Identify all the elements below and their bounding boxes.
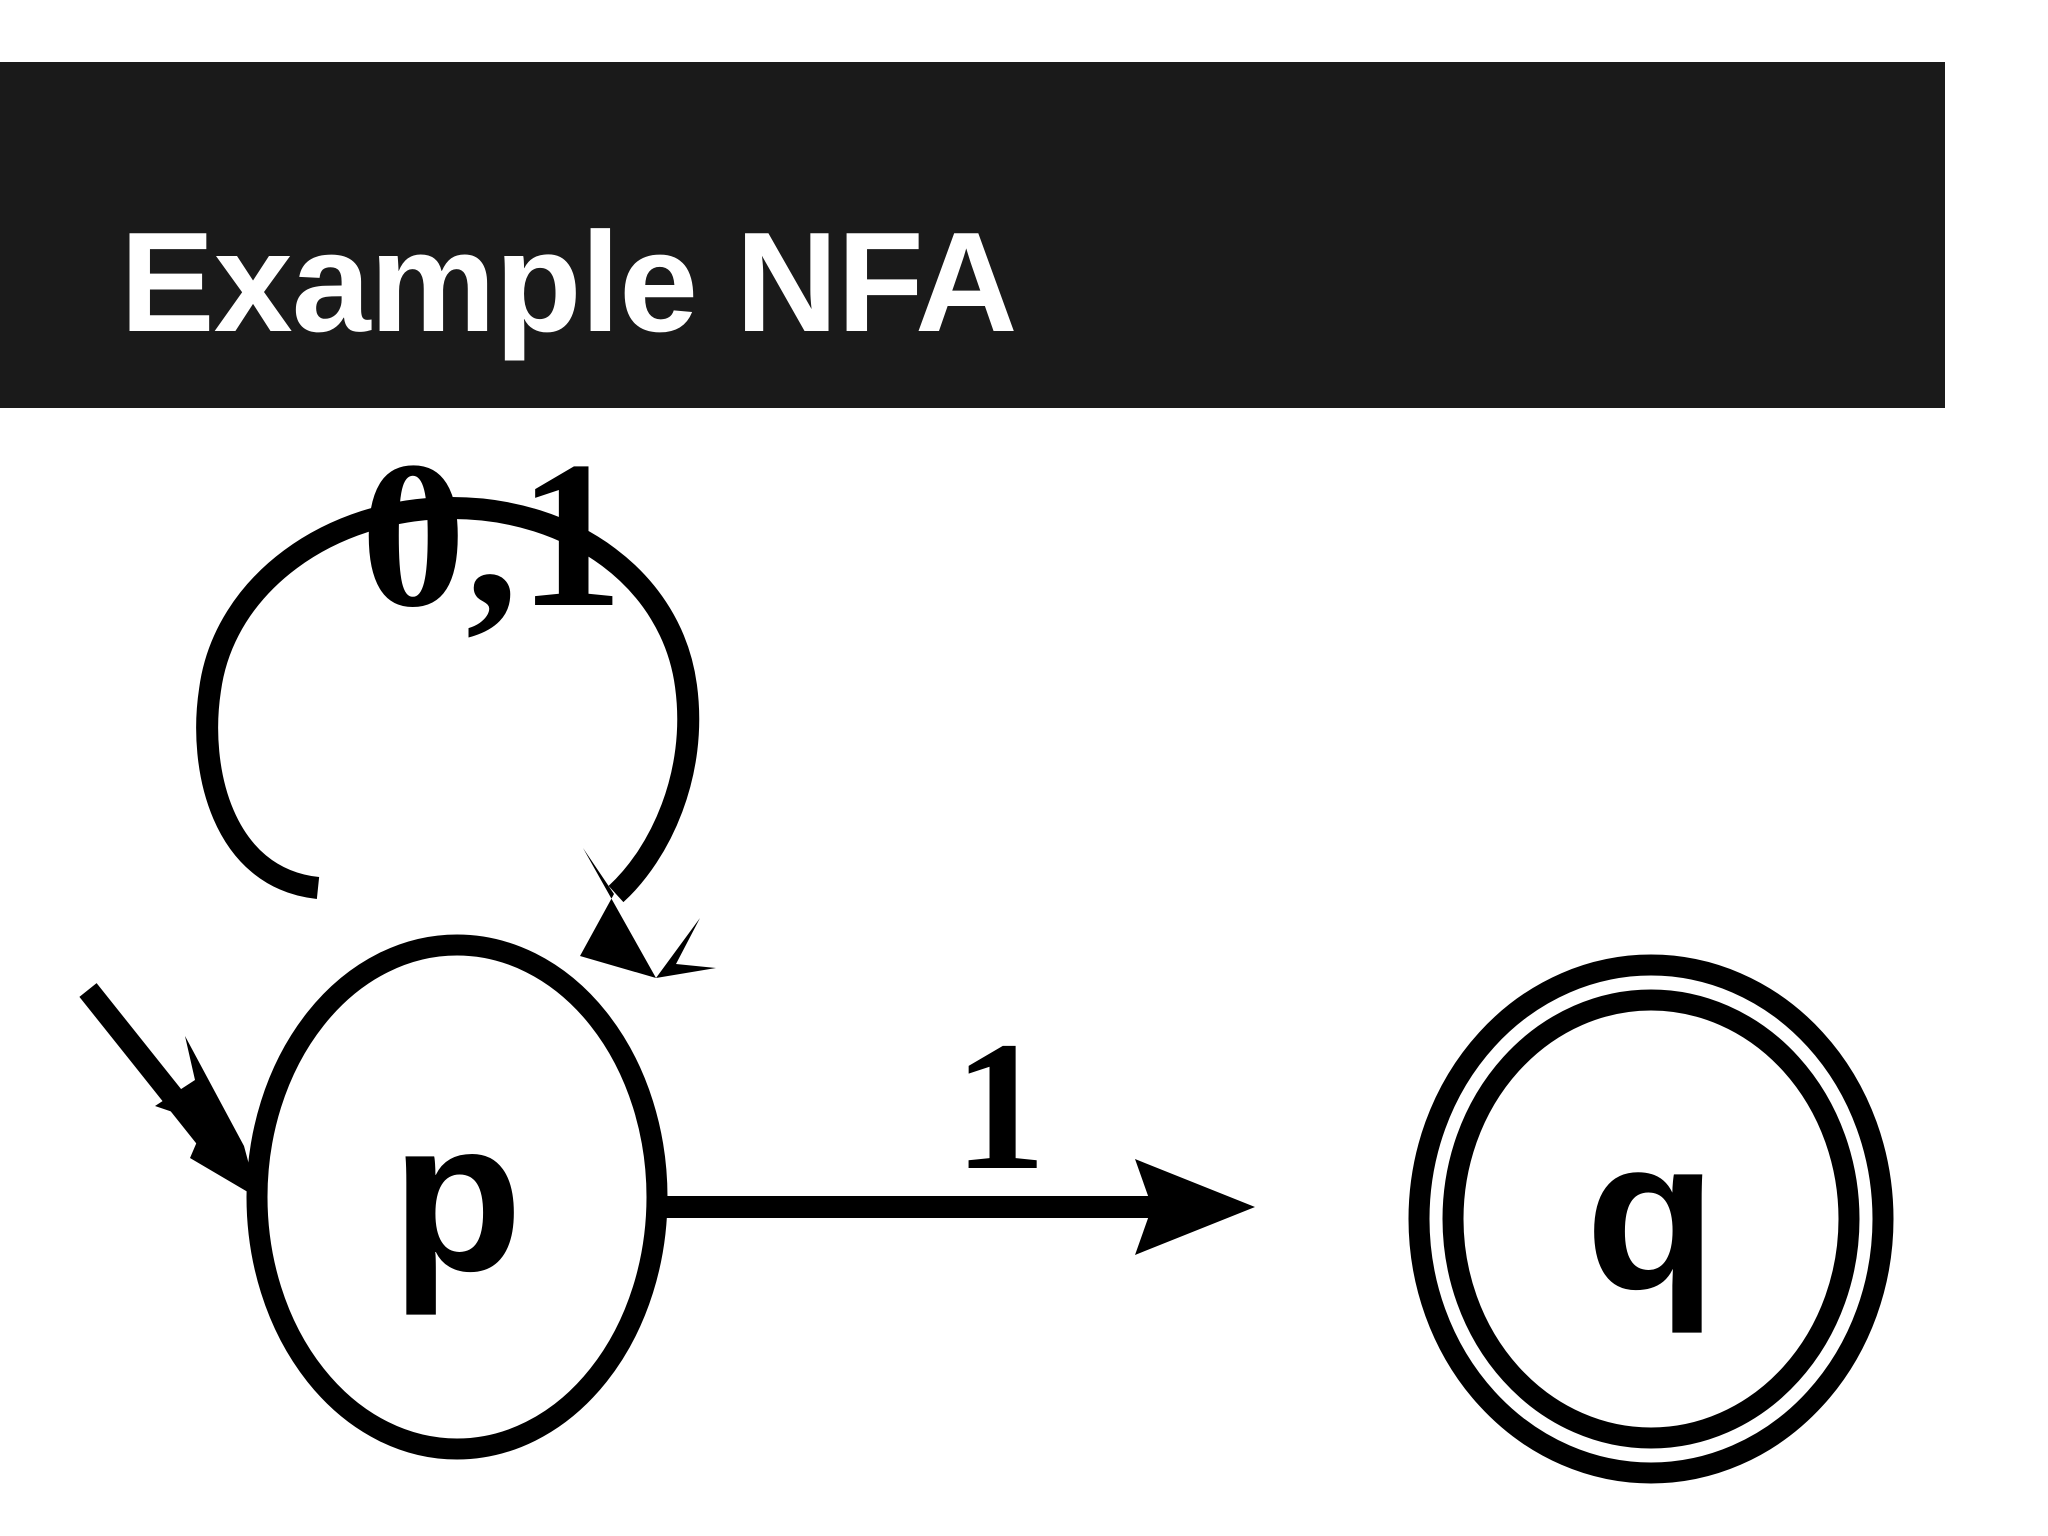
transition-p-to-q[interactable]: 1 (655, 1004, 1255, 1255)
state-node-q[interactable]: q (1408, 954, 1894, 1484)
self-loop-label: 0,1 (361, 419, 624, 651)
start-arrow-marker (79, 983, 258, 1198)
transition-label-1: 1 (954, 1004, 1047, 1209)
start-arrowhead (155, 1036, 258, 1198)
self-loop-arrowhead-barb (656, 918, 716, 978)
transition-arrowhead-q (1135, 1159, 1255, 1255)
state-q-inner-circle (1442, 989, 1860, 1449)
state-p-label: p (391, 1075, 522, 1316)
self-loop-transition-p-p[interactable]: 0,1 (196, 419, 716, 978)
title-bar: Example NFA (0, 62, 1945, 408)
start-arrow-shaft (79, 983, 227, 1160)
nfa-diagram-svg: 0,1 1 p q (79, 419, 1894, 1484)
nfa-diagram: 0,1 1 p q (0, 408, 2048, 1536)
state-q-label: q (1585, 1093, 1716, 1334)
page-title: Example NFA (120, 203, 1018, 362)
self-loop-arrowhead (580, 848, 656, 978)
state-node-p[interactable]: p (246, 934, 668, 1460)
state-p-circle (246, 934, 668, 1460)
self-loop-arc (196, 496, 700, 903)
